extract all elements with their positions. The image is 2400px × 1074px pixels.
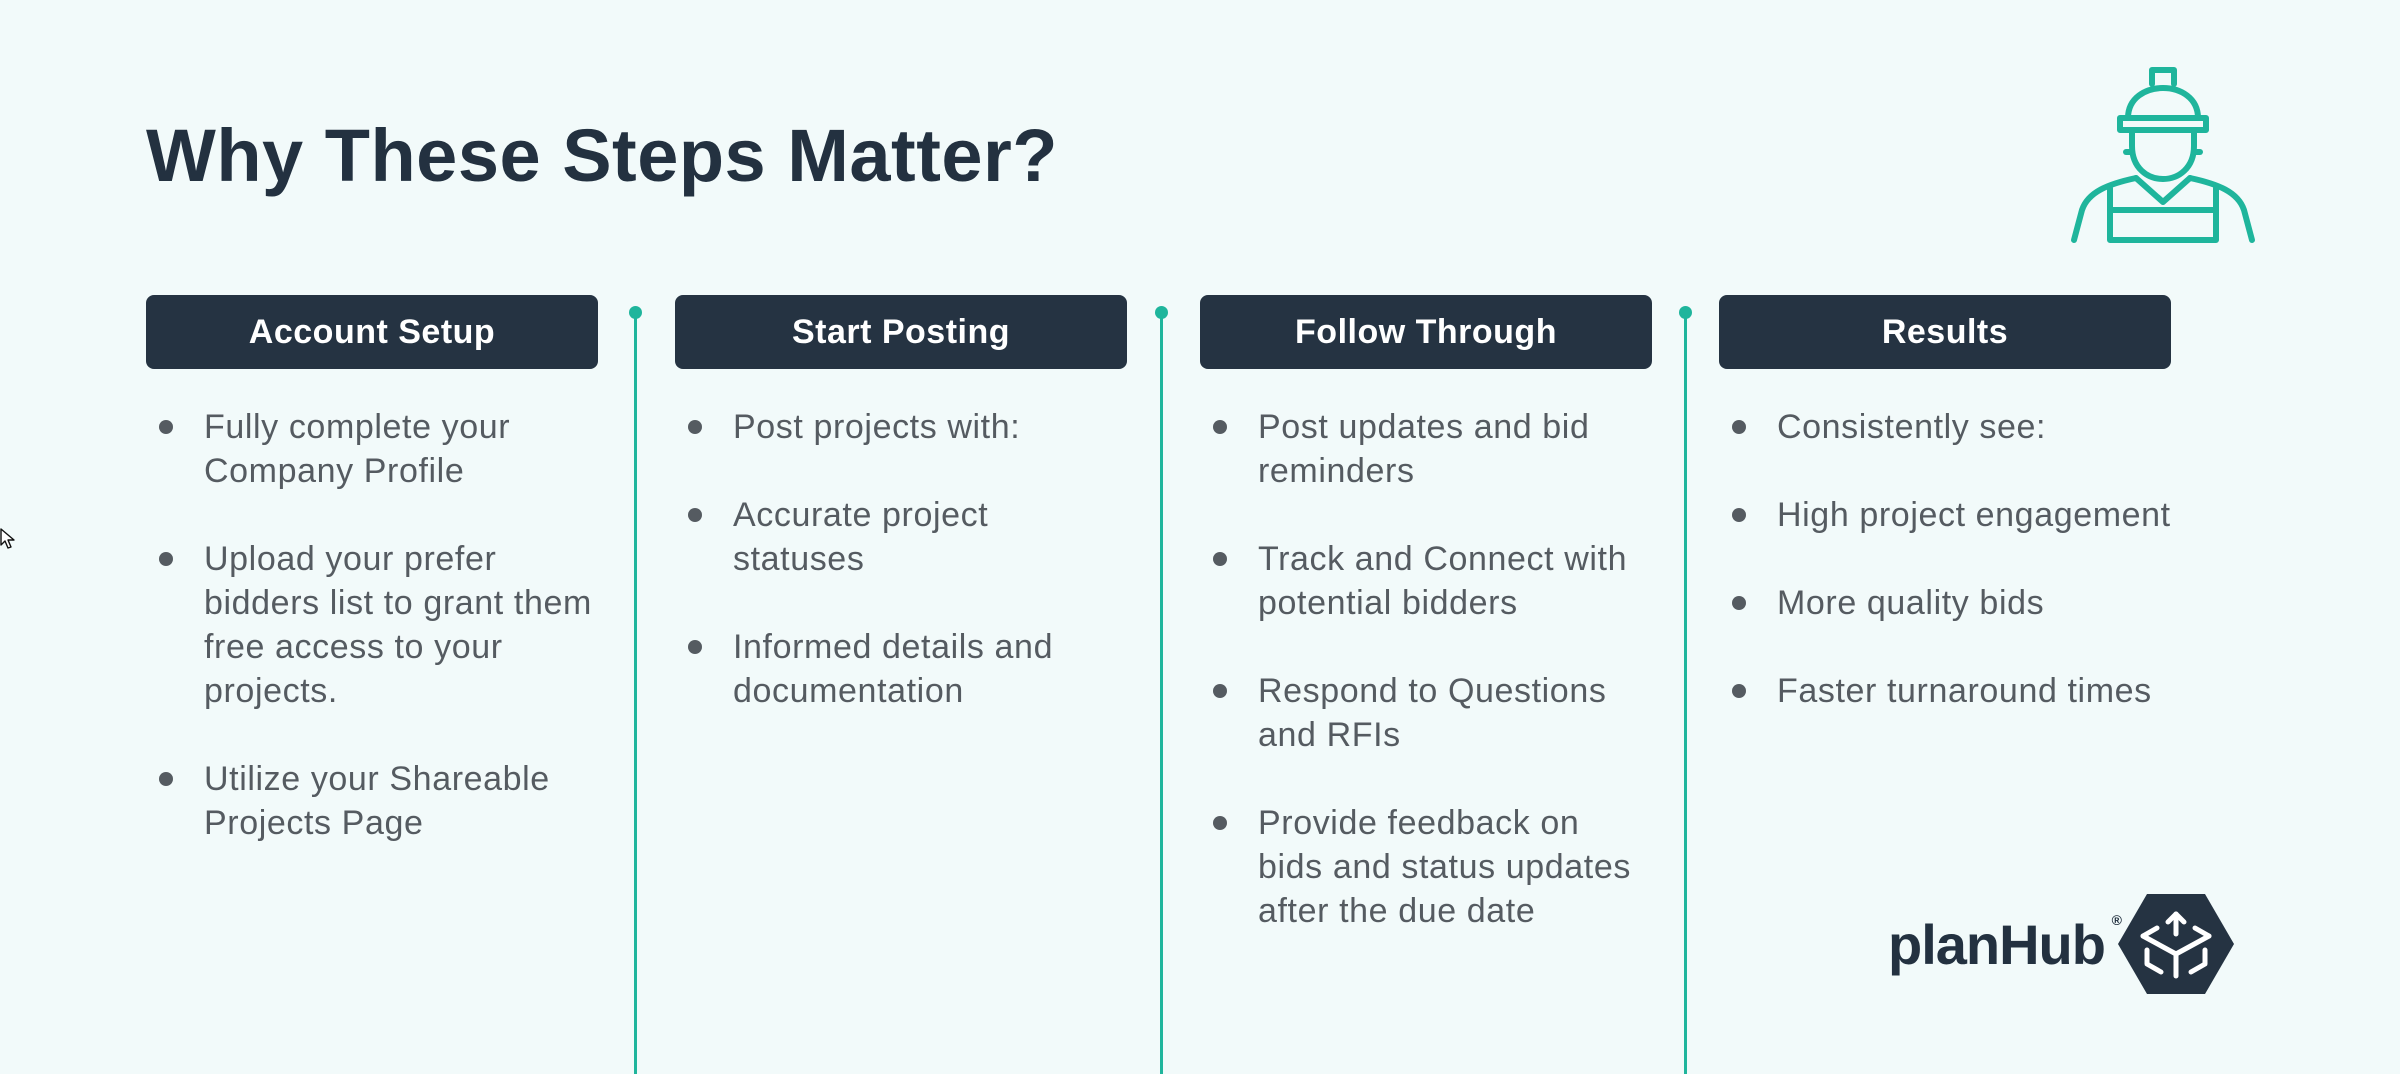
list-item-text: More quality bids [1777, 584, 2045, 622]
list-item: Consistently see: [1719, 405, 2171, 449]
bullet-icon [159, 420, 173, 434]
list-item-text: Track and Connect with potential bidders [1258, 540, 1628, 622]
bullet-icon [1213, 816, 1227, 830]
bullet-list: Consistently see: High project engagemen… [1719, 405, 2171, 713]
list-item: Accurate project statuses [675, 493, 1127, 581]
column-divider [1679, 306, 1692, 1074]
bullet-icon [688, 420, 702, 434]
column-heading: Start Posting [675, 295, 1127, 369]
bullet-icon [159, 772, 173, 786]
page-title: Why These Steps Matter? [146, 114, 1059, 197]
list-item: Faster turnaround times [1719, 669, 2171, 713]
list-item: Upload your prefer bidders list to grant… [146, 537, 598, 713]
planhub-logo: planHub ® [1888, 892, 2235, 996]
column-heading: Results [1719, 295, 2171, 369]
divider-dot [1679, 306, 1692, 319]
list-item-text: Accurate project statuses [733, 496, 989, 578]
list-item: More quality bids [1719, 581, 2171, 625]
list-item: Informed details and documentation [675, 625, 1127, 713]
logo-wordmark: planHub ® [1888, 912, 2122, 977]
bullet-icon [688, 508, 702, 522]
bullet-icon [159, 552, 173, 566]
bullet-icon [1732, 596, 1746, 610]
list-item-text: Upload your prefer bidders list to grant… [204, 540, 592, 710]
bullet-icon [688, 640, 702, 654]
column-heading: Follow Through [1200, 295, 1652, 369]
column-follow-through: Follow Through Post updates and bid remi… [1200, 295, 1652, 977]
list-item: Post projects with: [675, 405, 1127, 449]
list-item: Respond to Questions and RFIs [1200, 669, 1652, 757]
list-item-text: High project engagement [1777, 496, 2171, 534]
list-item-text: Informed details and documentation [733, 628, 1054, 710]
list-item-text: Respond to Questions and RFIs [1258, 672, 1607, 754]
bullet-icon [1732, 684, 1746, 698]
registered-mark: ® [2111, 911, 2122, 928]
bullet-icon [1213, 420, 1227, 434]
planhub-cube-logo-icon [2117, 894, 2234, 994]
list-item-text: Faster turnaround times [1777, 672, 2152, 710]
list-item-text: Provide feedback on bids and status upda… [1258, 804, 1631, 930]
bullet-icon [1213, 684, 1227, 698]
list-item: Fully complete your Company Profile [146, 405, 598, 493]
column-divider [629, 306, 642, 1074]
list-item: Utilize your Shareable Projects Page [146, 757, 598, 845]
bullet-list: Post projects with: Accurate project sta… [675, 405, 1127, 713]
list-item: High project engagement [1719, 493, 2171, 537]
construction-worker-icon [2071, 67, 2255, 243]
bullet-list: Fully complete your Company Profile Uplo… [146, 405, 598, 845]
list-item-text: Post updates and bid reminders [1258, 408, 1590, 490]
list-item: Provide feedback on bids and status upda… [1200, 801, 1652, 933]
column-account-setup: Account Setup Fully complete your Compan… [146, 295, 598, 889]
list-item-text: Consistently see: [1777, 408, 2047, 446]
column-results: Results Consistently see: High project e… [1719, 295, 2171, 757]
column-heading: Account Setup [146, 295, 598, 369]
bullet-icon [1732, 508, 1746, 522]
mouse-pointer-icon [0, 528, 15, 549]
list-item-text: Utilize your Shareable Projects Page [204, 760, 550, 842]
list-item-text: Fully complete your Company Profile [204, 408, 511, 490]
list-item-text: Post projects with: [733, 408, 1021, 446]
list-item: Post updates and bid reminders [1200, 405, 1652, 493]
column-start-posting: Start Posting Post projects with: Accura… [675, 295, 1127, 757]
logo-name: planHub [1888, 912, 2106, 976]
divider-dot [1155, 306, 1168, 319]
bullet-icon [1732, 420, 1746, 434]
column-divider [1155, 306, 1168, 1074]
divider-dot [629, 306, 642, 319]
list-item: Track and Connect with potential bidders [1200, 537, 1652, 625]
bullet-icon [1213, 552, 1227, 566]
bullet-list: Post updates and bid reminders Track and… [1200, 405, 1652, 933]
